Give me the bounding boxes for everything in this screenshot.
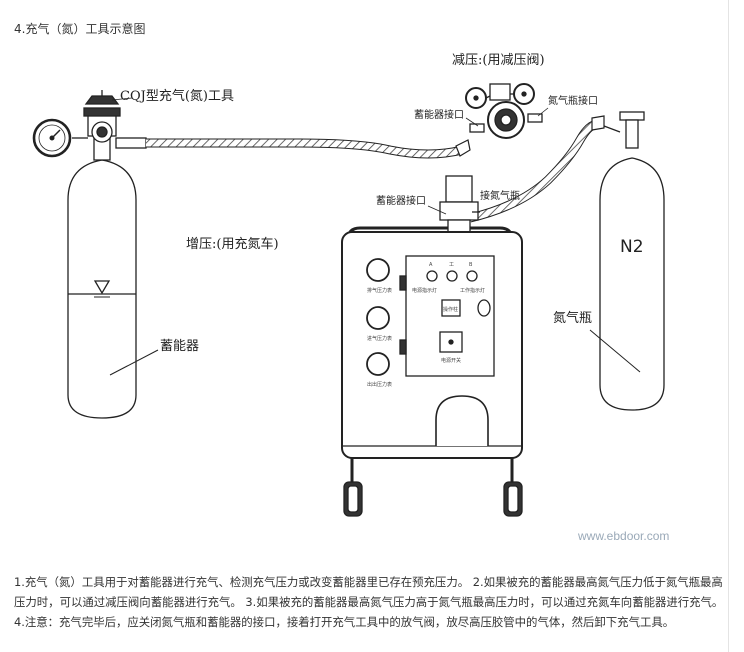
right-divider — [728, 0, 729, 652]
panel-power-left: 电源指示灯 — [412, 287, 437, 294]
label-tool: CQJ型充气(氮)工具 — [120, 88, 234, 104]
charging-tool — [72, 90, 147, 161]
description: 1.充气（氮）工具用于对蓄能器进行充气、检测充气压力或改变蓄能器里已存在预充压力… — [14, 572, 724, 632]
label-reduce: 减压:(用减压阀) — [452, 53, 545, 68]
watermark: www.ebdoor.com — [577, 529, 669, 543]
pressure-gauge-icon — [32, 118, 72, 158]
label-n2-port: 氮气瓶接口 — [548, 94, 598, 107]
panel-button-label: 操作柱 — [443, 306, 458, 313]
panel-label-work: 工 — [449, 262, 454, 268]
panel-label-b: B — [469, 262, 473, 268]
nitrogen-bottle — [589, 111, 665, 411]
label-accumulator: 蓄能器 — [160, 339, 199, 354]
nitrogen-charging-diagram: 蓄能器 CQJ型充气(氮)工具 — [0, 40, 728, 550]
accumulator — [67, 159, 159, 419]
description-text: 1.充气（氮）工具用于对蓄能器进行充气、检测充气压力或改变蓄能器里已存在预充压力… — [14, 575, 724, 629]
label-n2-bottle: 氮气瓶 — [553, 310, 592, 326]
label-connect-n2: 接氮气瓶 — [480, 189, 520, 202]
panel-power-right: 工作指示灯 — [460, 287, 485, 294]
gauge-label-1: 排气压力表 — [367, 287, 392, 294]
gauge-label-2: 进气压力表 — [367, 335, 392, 342]
nitrogen-charging-cart — [341, 175, 523, 517]
gauge-label-3: 出出压力表 — [367, 381, 392, 388]
label-boost: 增压:(用充氮车) — [186, 236, 279, 252]
label-accumulator-port-cart: 蓄能器接口 — [376, 194, 426, 207]
panel-label-a: A — [429, 262, 433, 268]
panel-switch-label: 电源开关 — [441, 357, 461, 364]
label-accumulator-port-valve: 蓄能器接口 — [414, 108, 464, 121]
bottle-mark: N2 — [620, 237, 644, 257]
section-heading: 4.充气（氮）工具示意图 — [14, 22, 146, 36]
pressure-reducing-valve — [465, 83, 543, 139]
